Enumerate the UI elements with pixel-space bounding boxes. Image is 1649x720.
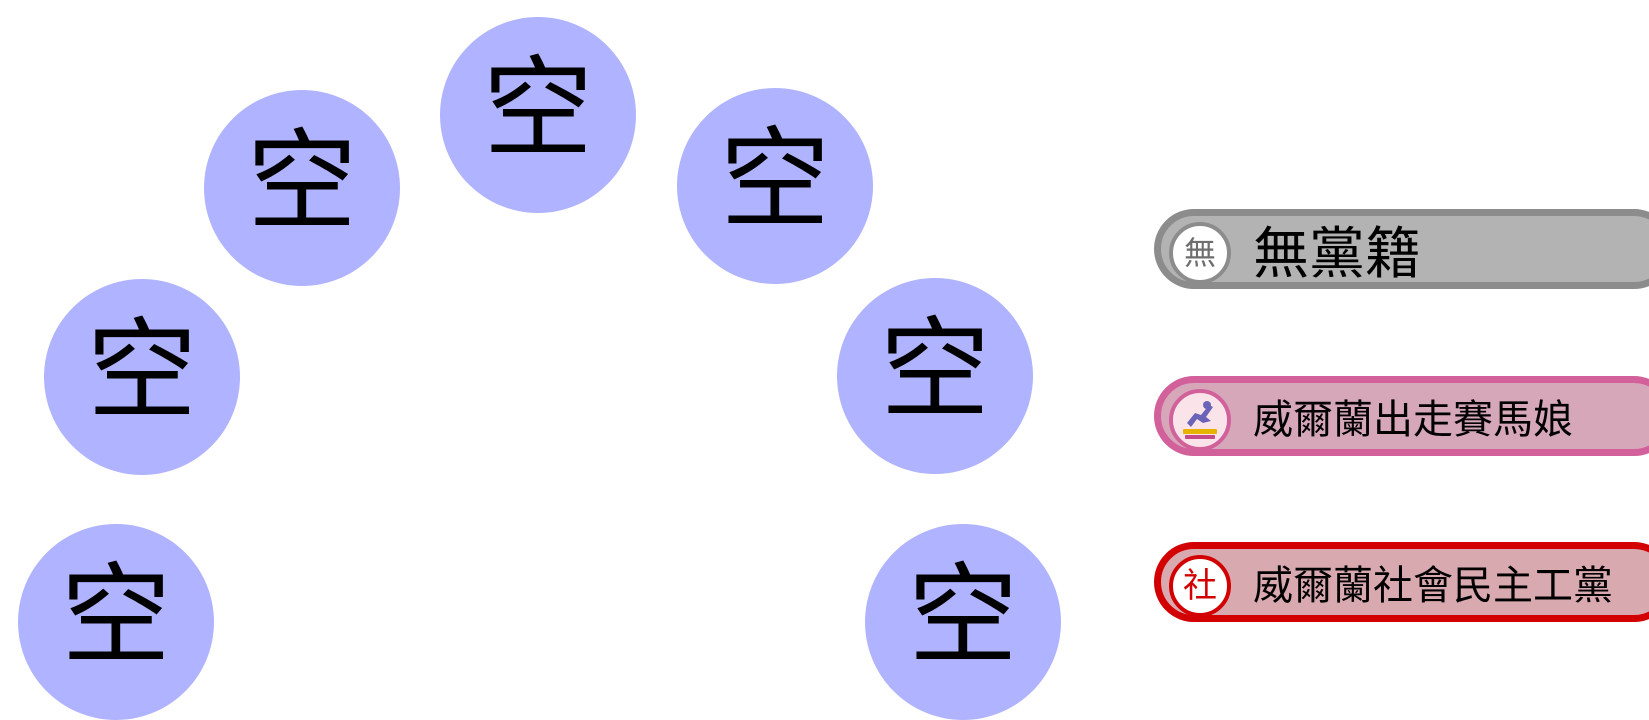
social-democrats-emblem-text: 社 bbox=[1183, 566, 1217, 606]
seat-4-label: 空 bbox=[483, 45, 593, 173]
legend-label-social-democrats: 威爾蘭社會民主工黨 bbox=[1253, 563, 1613, 609]
independent-emblem-icon: 無 bbox=[1169, 222, 1231, 284]
seat-1: 空 bbox=[18, 524, 214, 720]
seat-6-label: 空 bbox=[880, 306, 990, 434]
seat-7-label: 空 bbox=[908, 552, 1018, 680]
seat-3: 空 bbox=[204, 90, 400, 286]
seat-3-label: 空 bbox=[247, 118, 357, 246]
seat-1-label: 空 bbox=[61, 552, 171, 680]
independent-emblem-text: 無 bbox=[1183, 234, 1216, 272]
legend-item-independent: 無 無黨籍 bbox=[1154, 209, 1649, 289]
legend-label-uma-party: 威爾蘭出走賽馬娘 bbox=[1253, 397, 1573, 443]
seat-6: 空 bbox=[837, 278, 1033, 474]
seat-4: 空 bbox=[440, 17, 636, 213]
social-democrats-emblem-icon: 社 bbox=[1169, 555, 1231, 617]
seat-2-label: 空 bbox=[87, 307, 197, 435]
seat-5: 空 bbox=[677, 88, 873, 284]
running-horse-girl-logo-icon bbox=[1169, 389, 1231, 451]
seat-5-label: 空 bbox=[720, 116, 830, 244]
seat-7: 空 bbox=[865, 524, 1061, 720]
legend-label-independent: 無黨籍 bbox=[1253, 221, 1421, 287]
running-horse-girl-logo-graphic bbox=[1174, 394, 1226, 446]
legend-item-uma-party: 威爾蘭出走賽馬娘 bbox=[1154, 376, 1649, 456]
seat-2: 空 bbox=[44, 279, 240, 475]
legend-item-social-democrats: 社 威爾蘭社會民主工黨 bbox=[1154, 542, 1649, 622]
